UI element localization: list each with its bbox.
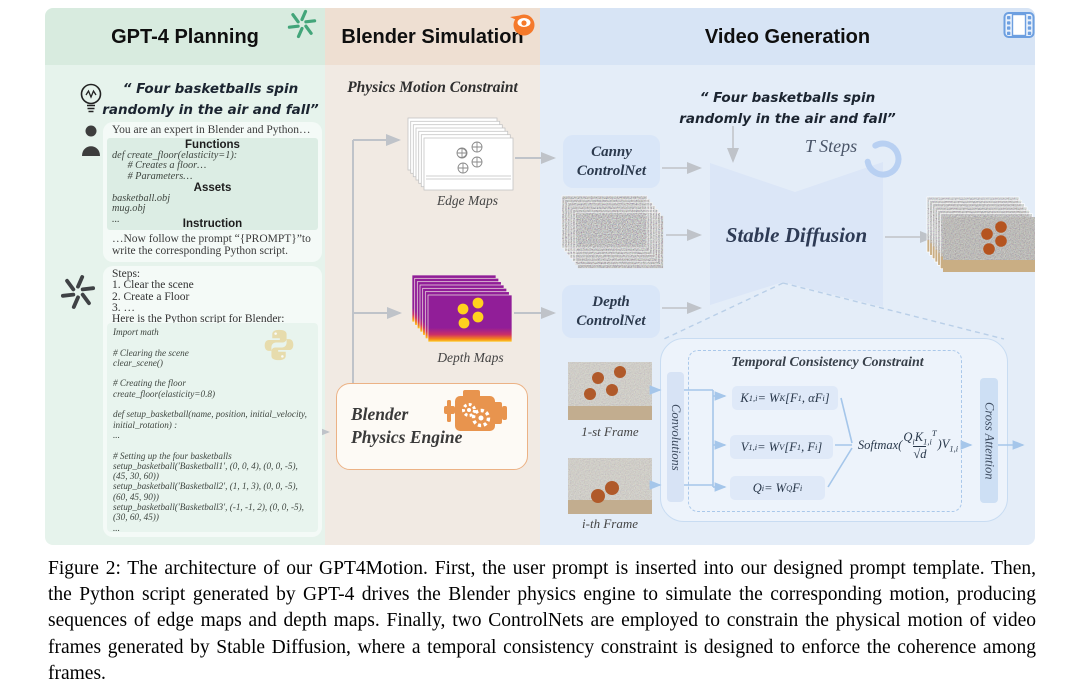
stable-diffusion-shape	[710, 162, 883, 307]
softmax-numerator: QiK1,iT	[903, 427, 937, 447]
gpt-reply-steps: Steps: 1. Clear the scene 2. Create a Fl…	[112, 268, 285, 326]
cross-attention-box: Cross Attention	[980, 378, 998, 503]
video-prompt-quote-line2: randomly in the air and fall”	[679, 111, 896, 127]
noise-frames-stack	[561, 195, 664, 269]
canny-controlnet-box: Canny ControlNet	[563, 135, 660, 188]
video-prompt-quote-line1: “ Four basketballs spin	[699, 90, 876, 106]
functions-code: def create_floor(elasticity=1): # Create…	[112, 150, 238, 182]
first-frame-label: 1-st Frame	[581, 424, 639, 439]
softmax-suffix: )V1,i	[937, 436, 959, 454]
user-prompt-quote: “ Four basketballs spin randomly in the …	[93, 79, 328, 121]
functions-heading: Functions	[185, 139, 240, 151]
blender-physics-engine-box	[336, 383, 528, 470]
convolutions-box: Convolutions	[667, 372, 684, 502]
film-icon	[1003, 12, 1035, 38]
openai-reply-icon	[60, 275, 96, 309]
softmax-denominator: √d	[913, 446, 927, 462]
ith-frame-label: i-th Frame	[582, 516, 638, 531]
tcc-title: Temporal Consistency Constraint	[731, 355, 924, 370]
generated-frames-stack	[926, 196, 1035, 272]
edge-maps-stack	[407, 117, 514, 191]
blender-panel-title: Blender Simulation	[341, 26, 524, 48]
edge-maps-label: Edge Maps	[436, 193, 499, 208]
video-panel-header	[540, 8, 1035, 65]
ith-frame-image	[568, 458, 652, 514]
system-prompt-intro: You are an expert in Blender and Python…	[112, 124, 311, 136]
softmax-prefix: Softmax(	[857, 437, 903, 452]
user-prompt-quote-line2: randomly in the air and fall”	[102, 102, 319, 118]
blender-icon	[510, 14, 535, 36]
user-icon	[82, 125, 100, 156]
depth-maps-stack	[411, 274, 513, 343]
openai-icon	[287, 9, 317, 39]
depth-maps-label: Depth Maps	[437, 350, 504, 365]
instruction-text: …Now follow the prompt “{PROMPT}”to writ…	[112, 233, 311, 257]
tcc-box	[688, 350, 962, 512]
stable-diffusion-label: Stable Diffusion	[725, 223, 868, 247]
engine-label-line2: Physics Engine	[351, 427, 463, 447]
caption-line4: frames generated by Stable Diffusion, wh…	[48, 636, 1036, 658]
architecture-figure: GPT-4 Planning “ Four basketballs spin r…	[45, 8, 1035, 545]
instruction-heading: Instruction	[182, 218, 243, 230]
user-prompt-quote-line1: “ Four basketballs spin	[122, 81, 299, 97]
physics-motion-constraint-label: Physics Motion Constraint	[347, 79, 518, 96]
softmax-fraction: QiK1,iT √d	[903, 427, 937, 462]
blender-physics-engine-label: Blender Physics Engine	[351, 403, 462, 449]
depth-controlnet-box: Depth ControlNet	[562, 285, 660, 338]
connector-arrows	[315, 126, 1005, 438]
python-script-code: Import math # Clearing the scene clear_s…	[113, 327, 307, 533]
lightbulb-icon	[80, 83, 102, 113]
t-steps-label: T Steps	[805, 136, 858, 156]
first-frame-image	[568, 362, 652, 420]
engine-icon	[444, 390, 507, 431]
caption-line5: frames.	[48, 662, 106, 684]
video-panel-title: Video Generation	[704, 26, 871, 48]
blender-panel-header	[325, 8, 540, 65]
caption-line1: Figure 2: The architecture of our GPT4Mo…	[48, 558, 1036, 579]
gpt4-panel-header	[45, 8, 325, 65]
gpt4-panel-title: GPT-4 Planning	[111, 26, 259, 48]
figure-caption: Figure 2: The architecture of our GPT4Mo…	[48, 556, 1036, 687]
softmax-expression: Softmax( QiK1,iT √d )V1,i	[852, 427, 964, 463]
prompt-template-box	[107, 138, 318, 230]
caption-line3: sequences of edge maps and depth maps. F…	[48, 610, 1036, 632]
python-icon	[264, 329, 294, 361]
assets-heading: Assets	[193, 182, 232, 194]
assets-list: basketball.obj mug.obj ...	[112, 193, 171, 225]
caption-line2: the Python script generated by GPT-4 dri…	[48, 584, 1036, 606]
video-prompt-quote: “ Four basketballs spin randomly in the …	[665, 88, 910, 130]
engine-label-line1: Blender	[351, 404, 409, 424]
